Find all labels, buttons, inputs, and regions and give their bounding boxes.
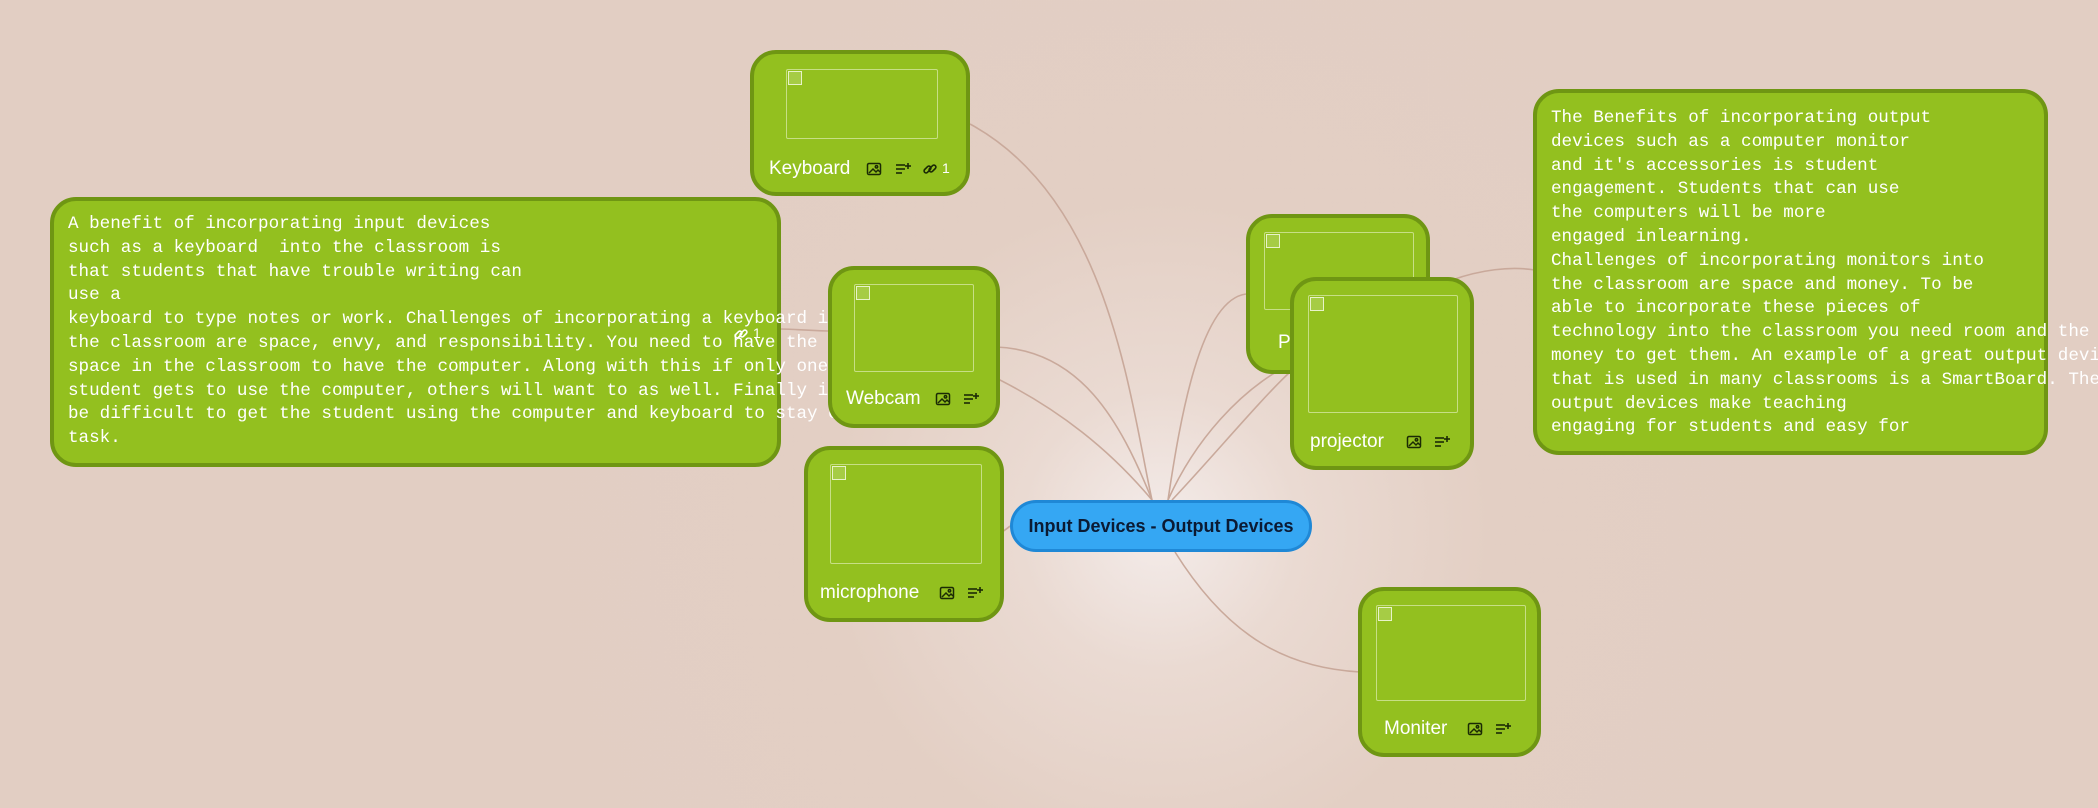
connector-printer <box>1167 293 1247 501</box>
connector-keyboard <box>969 123 1153 501</box>
connector-webcam <box>995 346 1153 501</box>
keyboard-image <box>786 69 938 139</box>
output-devices-note[interactable]: The Benefits of incorporating output dev… <box>1533 89 2098 455</box>
topic-moniter[interactable]: Moniter <box>1358 587 1541 757</box>
connector-input-note <box>779 328 829 332</box>
topic-microphone-label: microphone <box>820 582 920 603</box>
input-devices-note[interactable]: A benefit of incorporating input devices… <box>50 197 902 467</box>
webcam-image <box>854 284 974 372</box>
input-note-text: A benefit of incorporating input devices… <box>68 214 902 449</box>
image-icon[interactable] <box>865 160 883 178</box>
link-icon[interactable] <box>732 325 750 343</box>
image-icon[interactable] <box>938 584 956 602</box>
link-count: 1 <box>942 160 950 176</box>
notes-icon[interactable] <box>966 584 984 602</box>
root-topic-title: Input Devices - Output Devices <box>1028 515 1294 536</box>
moniter-image <box>1376 605 1526 701</box>
link-count: 1 <box>753 325 761 341</box>
topic-projector-label: projector <box>1310 431 1384 452</box>
projector-image <box>1308 295 1458 413</box>
topic-keyboard[interactable]: Keyboard 1 <box>750 50 970 196</box>
connector-moniter <box>1174 551 1361 673</box>
image-icon[interactable] <box>1466 720 1484 738</box>
notes-icon[interactable] <box>1494 720 1512 738</box>
topic-keyboard-label: Keyboard <box>769 158 851 179</box>
link-icon[interactable] <box>921 160 939 178</box>
notes-icon[interactable] <box>1433 433 1451 451</box>
topic-moniter-label: Moniter <box>1384 718 1448 739</box>
topic-webcam[interactable]: Webcam <box>828 266 1000 428</box>
image-icon[interactable] <box>1405 433 1423 451</box>
output-note-text: The Benefits of incorporating output dev… <box>1551 108 2098 438</box>
notes-icon[interactable] <box>894 160 912 178</box>
connector-output-note <box>1451 267 1536 281</box>
notes-icon[interactable] <box>962 390 980 408</box>
microphone-image <box>830 464 982 564</box>
topic-printer-label: P <box>1278 332 1291 353</box>
connector-webcam-2 <box>995 377 1153 501</box>
topic-projector[interactable]: projector <box>1290 277 1474 470</box>
connector-projector <box>1167 363 1291 501</box>
connector-projector-2 <box>1171 371 1291 501</box>
topic-webcam-label: Webcam <box>846 388 921 409</box>
image-icon[interactable] <box>934 390 952 408</box>
topic-microphone[interactable]: microphone <box>804 446 1004 622</box>
root-topic[interactable]: Input Devices - Output Devices <box>1010 500 1312 552</box>
